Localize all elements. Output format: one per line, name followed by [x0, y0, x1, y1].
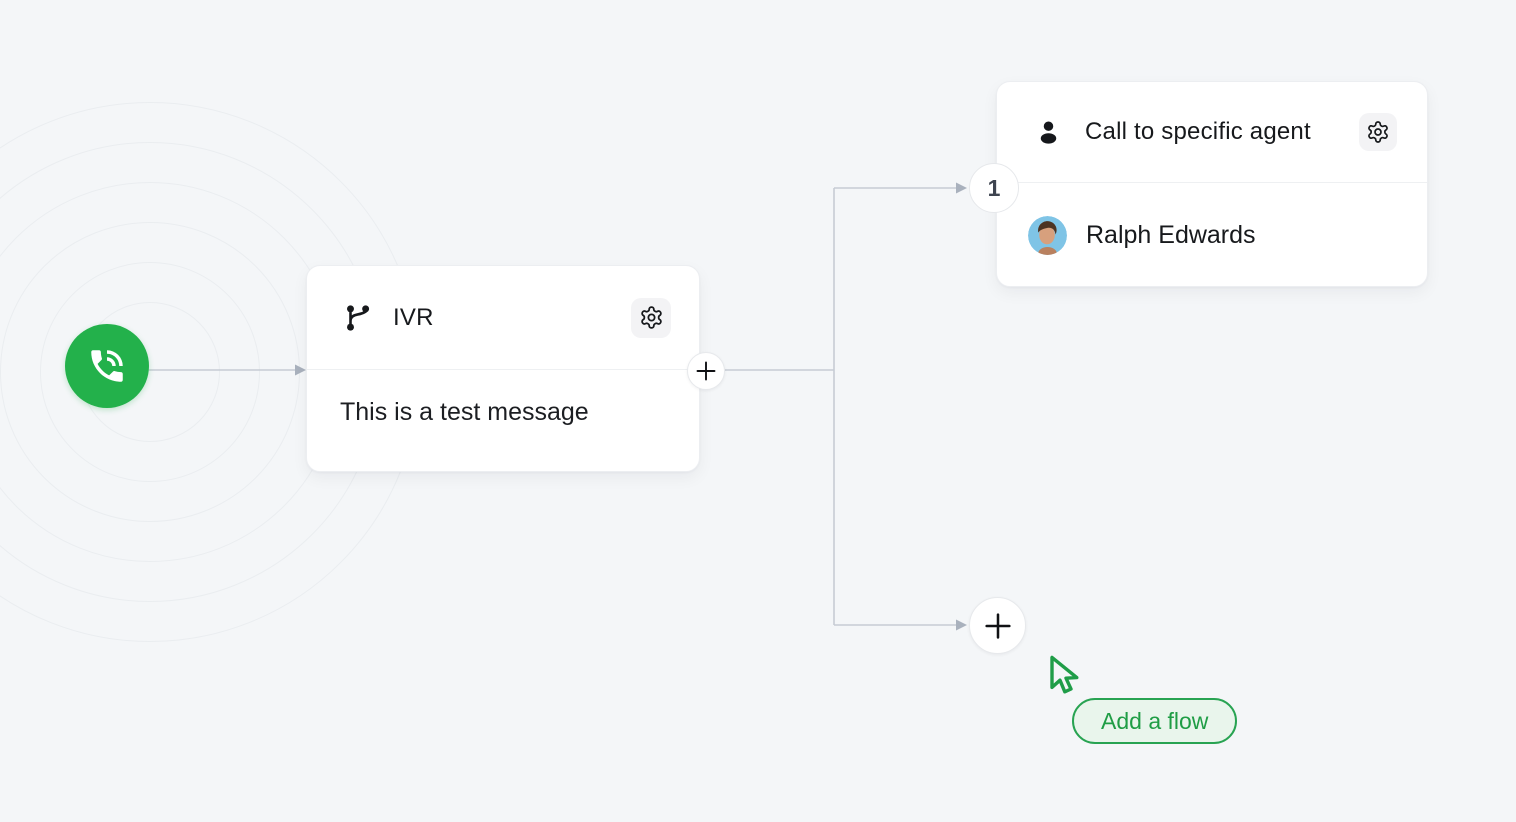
ivr-node-divider: [307, 369, 699, 370]
agent-row: Ralph Edwards: [997, 183, 1427, 288]
ivr-node-title: IVR: [393, 303, 434, 331]
plus-icon: [982, 610, 1014, 642]
gear-icon: [639, 305, 664, 330]
gear-icon: [1366, 120, 1390, 144]
person-icon: [1034, 118, 1063, 147]
start-call-node[interactable]: [65, 324, 149, 408]
ivr-node[interactable]: IVR This is a test message: [306, 265, 700, 472]
avatar: [1028, 216, 1067, 255]
plus-icon: [694, 359, 718, 383]
ivr-settings-button[interactable]: [631, 297, 671, 338]
agent-node-title: Call to specific agent: [1085, 118, 1311, 145]
ivr-node-message: This is a test message: [340, 398, 589, 426]
branch-badge: 1: [969, 163, 1019, 213]
add-flow-label: Add a flow: [1101, 707, 1209, 734]
add-branch-button[interactable]: [687, 352, 725, 390]
add-flow-button[interactable]: Add a flow: [1072, 698, 1238, 744]
agent-node-divider: [997, 182, 1427, 183]
ivr-node-header: IVR: [307, 266, 699, 369]
agent-name: Ralph Edwards: [1086, 221, 1256, 249]
agent-node[interactable]: Call to specific agent: [996, 81, 1428, 287]
add-flow-node-button[interactable]: [969, 597, 1026, 654]
phone-call-icon: [86, 345, 128, 387]
agent-settings-button[interactable]: [1359, 113, 1397, 151]
branch-badge-label: 1: [987, 174, 1001, 201]
cursor-pointer-icon: [1046, 655, 1082, 702]
branch-icon: [343, 303, 373, 333]
agent-node-header: Call to specific agent: [997, 82, 1427, 182]
